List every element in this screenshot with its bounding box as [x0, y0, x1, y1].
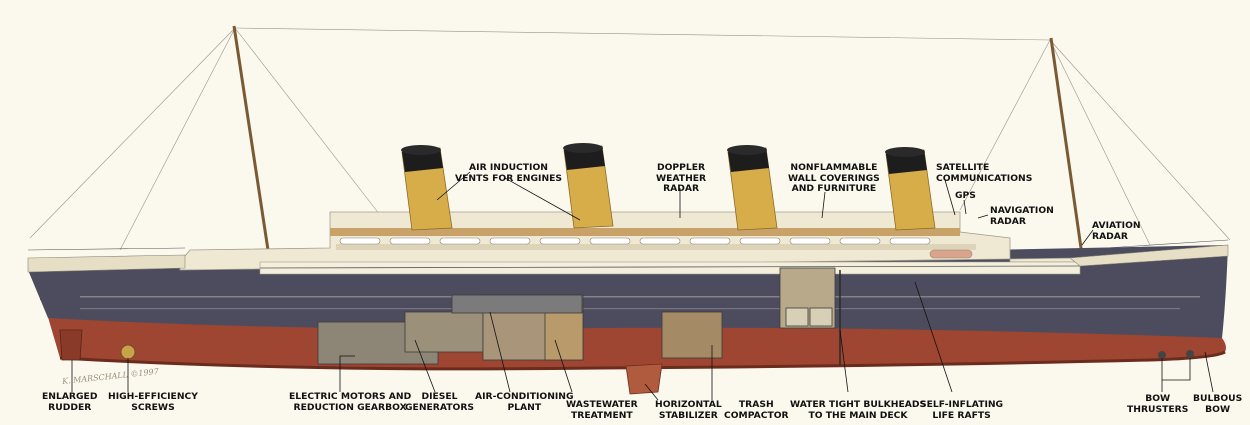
lifeboats [339, 237, 973, 259]
label-trash-compactor: TRASH COMPACTOR [724, 399, 789, 421]
rigging [29, 27, 1231, 251]
label-satellite: SATELLITE COMMUNICATIONS [936, 162, 1033, 184]
label-bulkheads: WATER TIGHT BULKHEADS TO THE MAIN DECK [790, 399, 927, 421]
cutaway-wastewater [544, 311, 584, 361]
portholes [80, 296, 1200, 310]
label-nonflammable: NONFLAMMABLE WALL COVERINGS AND FURNITUR… [788, 162, 880, 194]
fore-mast [1049, 37, 1085, 263]
funnel-4 [885, 147, 936, 231]
horizontal-stabilizer-fin [625, 363, 663, 395]
label-wastewater: WASTEWATER TREATMENT [566, 399, 638, 421]
bow-thruster-2 [1186, 350, 1194, 358]
label-navigation-radar: NAVIGATION RADAR [990, 205, 1054, 227]
label-gps: GPS [955, 190, 976, 201]
label-enlarged-rudder: ENLARGED RUDDER [42, 391, 98, 413]
label-life-rafts: SELF-INFLATING LIFE RAFTS [920, 399, 1004, 421]
label-air-conditioning: AIR-CONDITIONING PLANT [475, 391, 574, 413]
bow-thruster-1 [1158, 351, 1166, 359]
label-high-efficiency-screws: HIGH-EFFICIENCY SCREWS [108, 391, 198, 413]
funnel-2 [563, 143, 614, 229]
funnel-1 [401, 145, 453, 231]
hull-keel [59, 350, 1226, 371]
leader-lines [71, 171, 1214, 401]
screw-propeller [120, 344, 136, 360]
label-bulbous-bow: BULBOUS BOW [1193, 393, 1243, 415]
cutaway-generators [404, 311, 484, 353]
upper-deck-strip [336, 244, 976, 250]
funnel-3 [727, 145, 778, 231]
cutaway-upper-deck [451, 294, 583, 314]
label-horizontal-stabilizer: HORIZONTAL STABILIZER [655, 399, 722, 421]
boat-deck [330, 228, 960, 236]
cutaway-trash [661, 311, 723, 359]
aft-mast [232, 25, 270, 251]
label-electric-motors: ELECTRIC MOTORS AND REDUCTION GEARBOX [289, 391, 412, 413]
label-doppler-radar: DOPPLER WEATHER RADAR [656, 162, 707, 194]
fore-deck [1069, 244, 1229, 267]
rudder [59, 329, 83, 361]
label-air-induction: AIR INDUCTION VENTS FOR ENGINES [455, 162, 563, 184]
aft-deck [27, 254, 186, 273]
label-aviation-radar: AVIATION RADAR [1092, 220, 1141, 242]
label-diesel-generators: DIESEL GENERATORS [405, 391, 475, 413]
label-bow-thrusters: BOW THRUSTERS [1127, 393, 1189, 415]
